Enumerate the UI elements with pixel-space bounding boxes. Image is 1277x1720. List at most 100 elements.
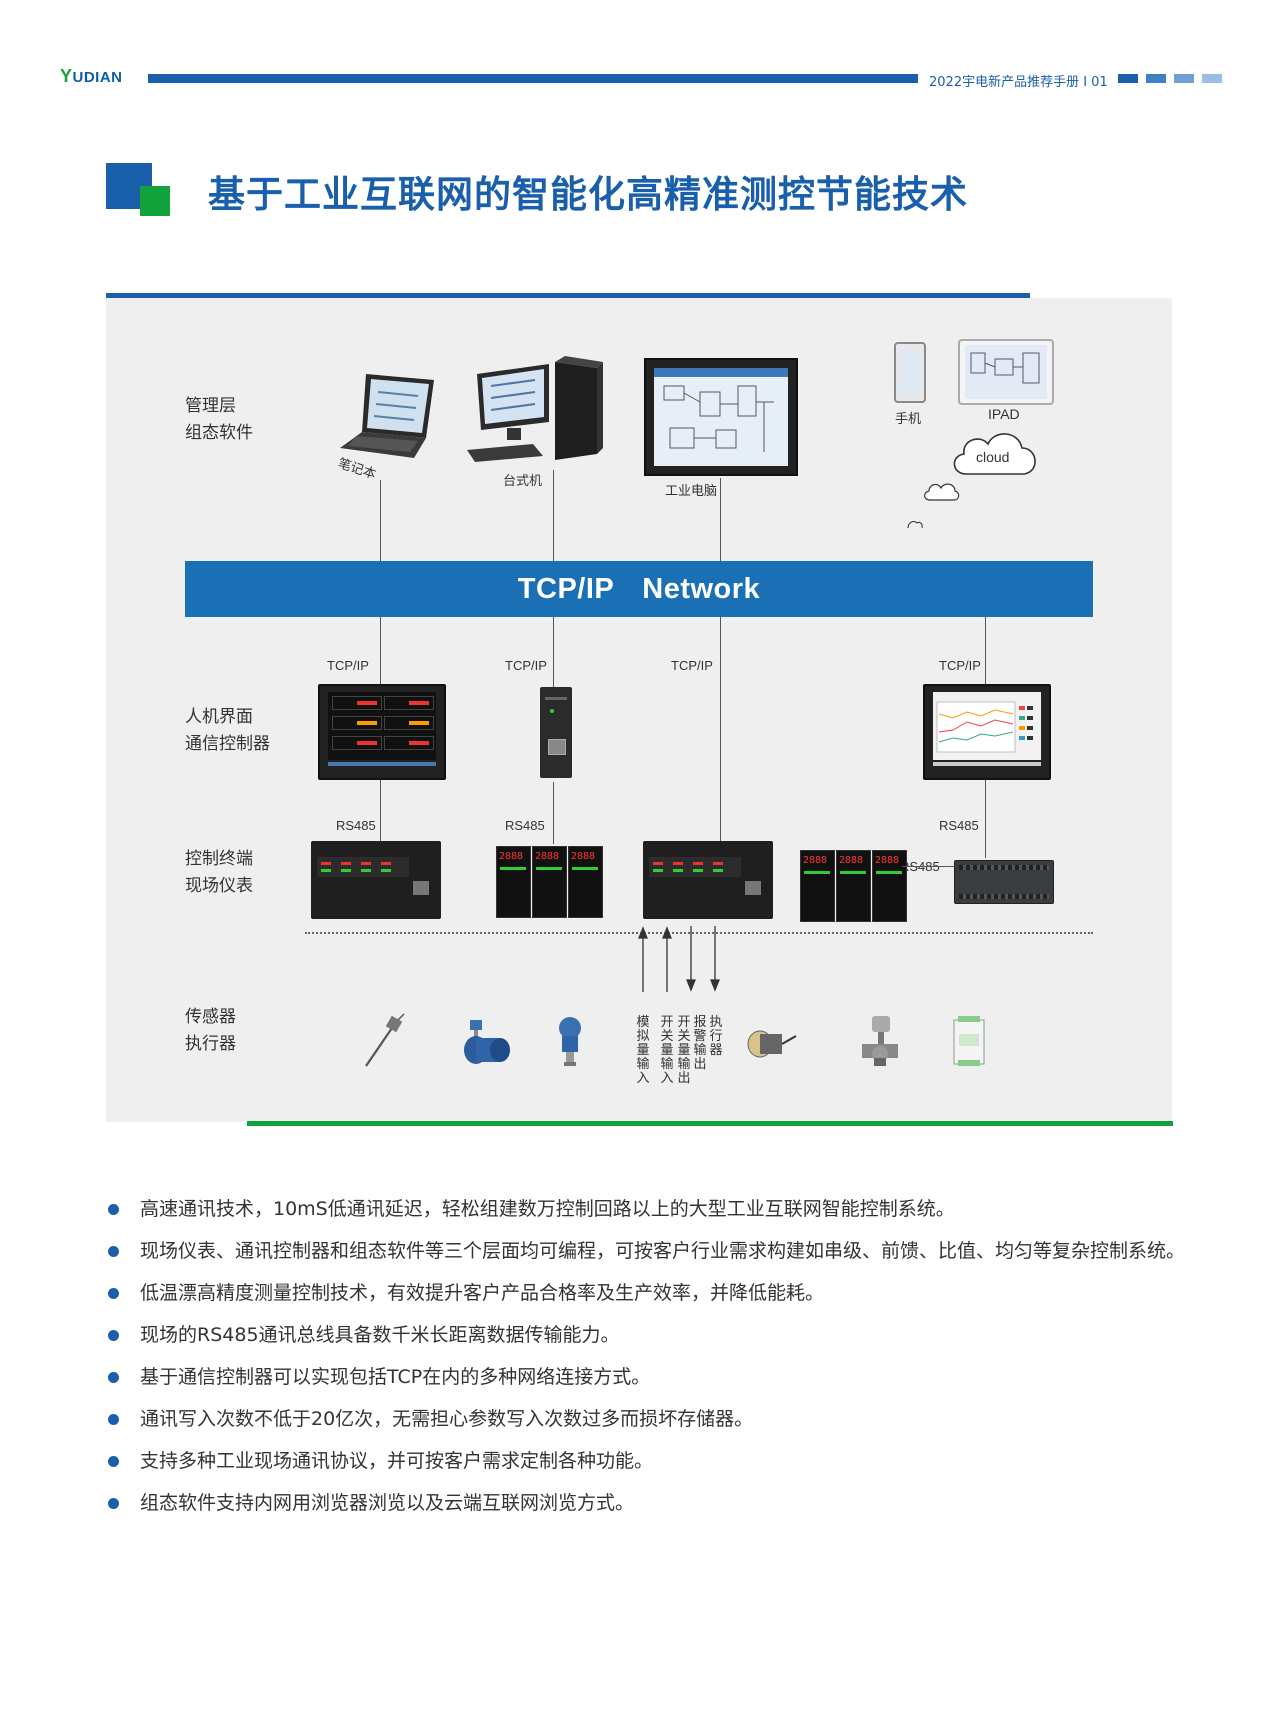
connector-line — [902, 866, 954, 867]
panel-bottom-line — [247, 1121, 1173, 1126]
desktop-label: 台式机 — [503, 474, 543, 489]
layer-label-line: 控制终端 — [185, 849, 253, 869]
connector-line — [380, 778, 381, 841]
bullet-icon — [108, 1498, 119, 1509]
ipad-label: IPAD — [988, 406, 1020, 422]
layer-label-terminal: 控制终端 现场仪表 — [185, 846, 253, 900]
layer-label-line: 通信控制器 — [185, 734, 270, 754]
layer-label-management: 管理层 组态软件 — [185, 393, 253, 447]
layer-label-line: 管理层 — [185, 396, 236, 416]
rs485-label: RS485 — [939, 818, 979, 833]
cloud-label: cloud — [976, 449, 1010, 465]
rs485-label: RS485 — [336, 818, 376, 833]
page-title: 基于工业互联网的智能化高精准测控节能技术 — [208, 173, 968, 216]
header-square — [1202, 74, 1222, 83]
phone-screen — [899, 350, 921, 394]
panel-meter-icon: 2888 — [800, 850, 835, 922]
logo-text: UDIAN — [72, 69, 123, 86]
io-label: 开关量输出 — [677, 1015, 691, 1086]
ipad-icon — [958, 339, 1054, 405]
hmi-toolbar — [933, 762, 1041, 766]
tcp-ip-label: TCP/IP — [505, 658, 547, 673]
connector-line — [985, 778, 986, 858]
modular-controller-rack-icon — [643, 841, 773, 919]
flowmeter-icon — [464, 1020, 510, 1064]
feature-item: 通讯写入次数不低于20亿次，无需担心参数写入次数过多而损坏存储器。 — [108, 1398, 1188, 1440]
io-label: 开关量输入 — [660, 1015, 674, 1086]
feature-text: 现场仪表、通讯控制器和组态软件等三个层面均可编程，可按客户行业需求构建如串级、前… — [140, 1240, 1186, 1262]
io-label: 报警输出 — [693, 1015, 707, 1072]
feature-list: 高速通讯技术，10mS低通讯延迟，轻松组建数万控制回路以上的大型工业互联网智能控… — [108, 1188, 1188, 1524]
hmi-trend-panel-icon — [923, 684, 1051, 780]
panel-meter-icon: 2888 — [496, 846, 531, 918]
connector-line — [720, 617, 721, 841]
tiny-cloud-icon — [907, 521, 923, 529]
bullet-icon — [108, 1330, 119, 1341]
rs485-label: RS485 — [505, 818, 545, 833]
bullet-icon — [108, 1204, 119, 1215]
feature-text: 支持多种工业现场通讯协议，并可按客户需求定制各种功能。 — [140, 1450, 654, 1472]
connector-line — [553, 470, 554, 561]
meter-reading: 2888 — [535, 851, 560, 862]
plc-module-icon — [954, 860, 1054, 904]
phone-icon — [894, 342, 926, 403]
rack-display-row — [317, 857, 409, 877]
ethernet-port-icon — [745, 881, 761, 895]
document-tag: 2022宇电新产品推荐手册 I 01 — [929, 75, 1108, 90]
bullet-icon — [108, 1456, 119, 1467]
industrial-pc-icon — [644, 358, 798, 476]
meter-reading: 2888 — [803, 855, 828, 866]
connector-line — [985, 617, 986, 684]
panel-meter-group: 2888 2888 2888 — [496, 846, 603, 918]
feature-text: 组态软件支持内网用浏览器浏览以及云端互联网浏览方式。 — [140, 1492, 635, 1514]
brand-logo: YUDIAN — [60, 66, 123, 87]
phone-label: 手机 — [895, 412, 922, 427]
meter-reading: 2888 — [875, 855, 900, 866]
io-label: 模拟量输入 — [636, 1015, 650, 1086]
feature-text: 现场的RS485通讯总线具备数千米长距离数据传输能力。 — [140, 1324, 620, 1346]
layer-label-line: 现场仪表 — [185, 876, 253, 896]
status-led-icon — [550, 709, 554, 713]
header-bar — [148, 74, 918, 83]
layer-label-line: 传感器 — [185, 1007, 236, 1027]
pressure-transmitter-icon — [559, 1017, 581, 1066]
connector-line — [380, 480, 381, 561]
panel-meter-icon: 2888 — [872, 850, 907, 922]
ethernet-port-icon — [413, 881, 429, 895]
cloud-icon — [953, 433, 1036, 475]
hmi-tile — [332, 736, 382, 750]
layer-label-line: 人机界面 — [185, 707, 253, 727]
process-diagram-icon — [663, 385, 774, 452]
bullet-icon — [108, 1246, 119, 1257]
industrial-pc-label: 工业电脑 — [665, 484, 718, 499]
ethernet-port-icon — [548, 739, 566, 755]
layer-label-line: 执行器 — [185, 1034, 236, 1054]
proximity-sensor-icon — [747, 1030, 797, 1058]
feature-text: 低温漂高精度测量控制技术，有效提升客户产品合格率及生产效率，并降低能耗。 — [140, 1282, 825, 1304]
meter-reading: 2888 — [571, 851, 596, 862]
small-cloud-icon — [924, 483, 960, 501]
layer-label-line: 组态软件 — [185, 423, 253, 443]
feature-item: 现场的RS485通讯总线具备数千米长距离数据传输能力。 — [108, 1314, 1188, 1356]
connector-line — [720, 478, 721, 561]
desktop-computer-icon — [467, 356, 603, 462]
hmi-panel-icon — [318, 684, 446, 780]
panel-meter-group: 2888 2888 2888 — [800, 850, 907, 922]
io-arrows-icon — [638, 926, 720, 992]
hmi-toolbar — [328, 762, 436, 766]
tcp-ip-label: TCP/IP — [939, 658, 981, 673]
logo-mark: Y — [60, 66, 73, 86]
feature-item: 组态软件支持内网用浏览器浏览以及云端互联网浏览方式。 — [108, 1482, 1188, 1524]
industrial-pc-screen — [654, 368, 788, 466]
io-label: 执行器 — [709, 1015, 723, 1058]
communication-controller-icon — [540, 687, 572, 778]
thermocouple-icon — [365, 1013, 405, 1067]
rack-display-row — [649, 857, 741, 877]
feature-text: 高速通讯技术，10mS低通讯延迟，轻松组建数万控制回路以上的大型工业互联网智能控… — [140, 1198, 955, 1220]
header-square — [1146, 74, 1166, 83]
hmi-screen — [328, 692, 436, 760]
feature-item: 基于通信控制器可以实现包括TCP在内的多种网络连接方式。 — [108, 1356, 1188, 1398]
title-decor-green — [140, 186, 170, 216]
laptop-icon — [340, 374, 434, 458]
feature-item: 低温漂高精度测量控制技术，有效提升客户产品合格率及生产效率，并降低能耗。 — [108, 1272, 1188, 1314]
